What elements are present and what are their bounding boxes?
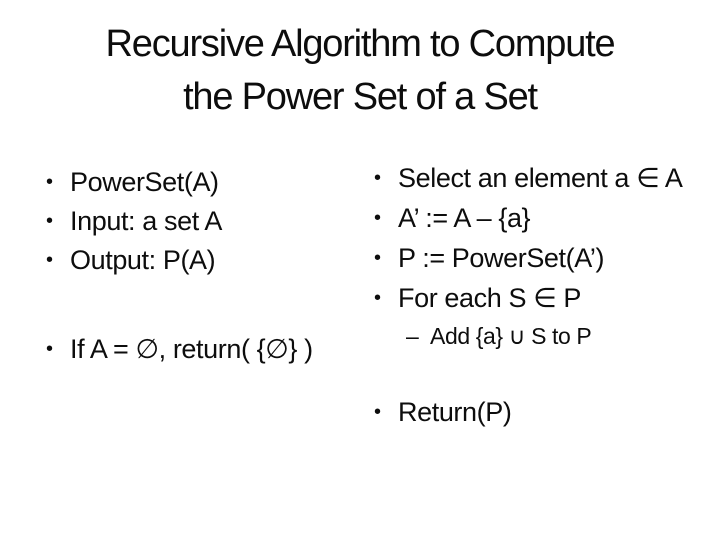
sub-list-item-add-union: – Add {a} ∪ S to P <box>406 322 592 350</box>
left-bullet-list: • PowerSet(A) • Input: a set A • Output:… <box>46 163 222 280</box>
list-item-select-element: • Select an element a ∈ A <box>374 158 683 198</box>
list-item-label: For each S ∈ P <box>398 283 581 313</box>
list-item-output: • Output: P(A) <box>46 241 222 280</box>
list-item-recursive-call: • P := PowerSet(A’) <box>374 238 683 278</box>
bullet-icon: • <box>374 247 381 269</box>
right-bullet-list: • Select an element a ∈ A • A’ := A – {a… <box>374 158 683 318</box>
bullet-icon: • <box>46 338 53 360</box>
bullet-icon: • <box>374 401 381 423</box>
bullet-icon: • <box>374 207 381 229</box>
list-item-a-prime: • A’ := A – {a} <box>374 198 683 238</box>
bullet-icon: • <box>46 210 53 232</box>
list-item-label: A’ := A – {a} <box>398 203 531 233</box>
list-item-label: Select an element a ∈ A <box>398 163 683 193</box>
list-item-label: Input: a set A <box>70 206 223 236</box>
bullet-icon: • <box>46 171 53 193</box>
title-line-1: Recursive Algorithm to Compute <box>105 23 616 65</box>
list-item-powerset: • PowerSet(A) <box>46 163 222 202</box>
title-line-2: the Power Set of a Set <box>183 76 538 118</box>
bullet-icon: • <box>46 249 53 271</box>
list-item-base-case: • If A = ∅, return( {∅} ) <box>46 330 313 369</box>
list-item-label: If A = ∅, return( {∅} ) <box>70 334 313 364</box>
list-item-label: Output: P(A) <box>70 245 216 275</box>
list-item-label: Add {a} ∪ S to P <box>430 323 592 349</box>
list-item-label: PowerSet(A) <box>70 167 219 197</box>
list-item-for-each: • For each S ∈ P <box>374 278 683 318</box>
list-item-label: Return(P) <box>398 397 512 427</box>
page-title: Recursive Algorithm to Compute the Power… <box>0 18 720 124</box>
list-item-input: • Input: a set A <box>46 202 222 241</box>
list-item-label: P := PowerSet(A’) <box>398 243 605 273</box>
dash-bullet-icon: – <box>406 323 419 349</box>
bullet-icon: • <box>374 287 381 309</box>
bullet-icon: • <box>374 167 381 189</box>
list-item-return: • Return(P) <box>374 392 512 432</box>
